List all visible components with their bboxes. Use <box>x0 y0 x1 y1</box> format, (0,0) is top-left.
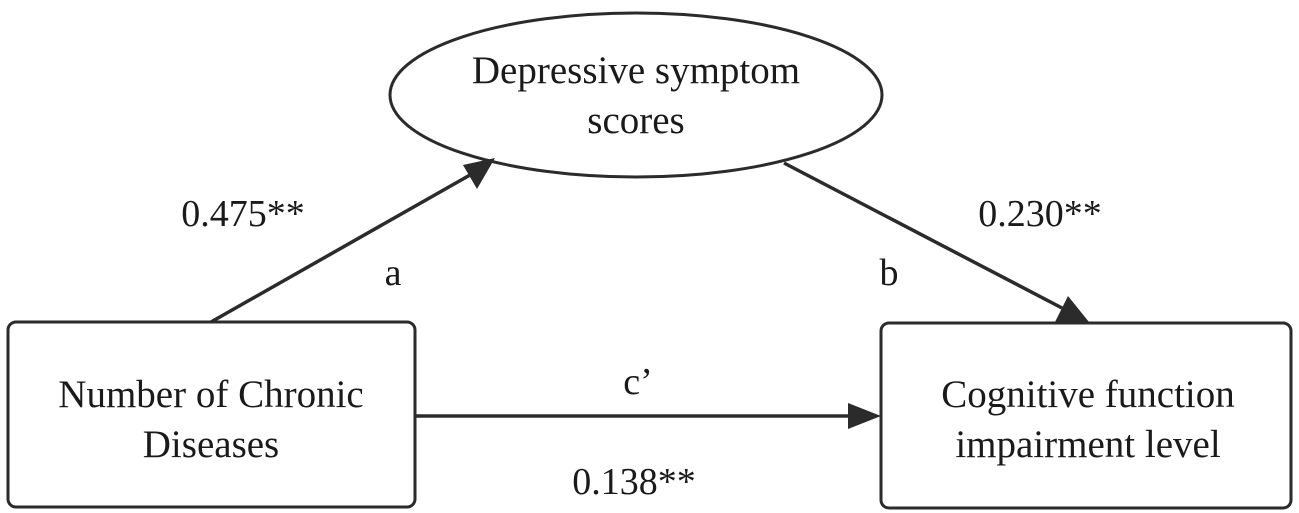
mediator-ellipse <box>388 11 884 179</box>
dependent-box <box>879 321 1293 510</box>
dependent-label-line-2: impairment level <box>955 423 1220 466</box>
independent-label-line-2: Diseases <box>143 423 279 466</box>
path-a-label: a <box>385 252 402 294</box>
mediator-node: Depressive symptom scores <box>388 11 884 179</box>
independent-node: Number of Chronic Diseases <box>6 320 417 509</box>
dependent-label-line-1: Cognitive function <box>941 373 1235 416</box>
path-a-arrow <box>210 158 495 324</box>
path-c-prime-label: c’ <box>623 361 653 403</box>
path-a-arrowhead <box>463 158 495 189</box>
path-b-line <box>783 161 1063 310</box>
dependent-node: Cognitive function impairment level <box>879 321 1293 510</box>
mediator-label-line-1: Depressive symptom <box>472 49 800 92</box>
path-c-prime-arrow <box>415 403 881 429</box>
mediator-label-line-2: scores <box>587 99 684 142</box>
path-c-prime-coefficient: 0.138** <box>572 461 696 503</box>
path-b-arrow <box>783 161 1089 322</box>
path-a-line <box>210 173 471 324</box>
path-b-coefficient: 0.230** <box>978 193 1102 235</box>
path-a-coefficient: 0.475** <box>181 193 305 235</box>
path-b-arrowhead <box>1055 296 1089 322</box>
path-b-label: b <box>880 252 899 294</box>
path-c-prime-arrowhead <box>848 403 881 429</box>
independent-label-line-1: Number of Chronic <box>58 373 363 416</box>
